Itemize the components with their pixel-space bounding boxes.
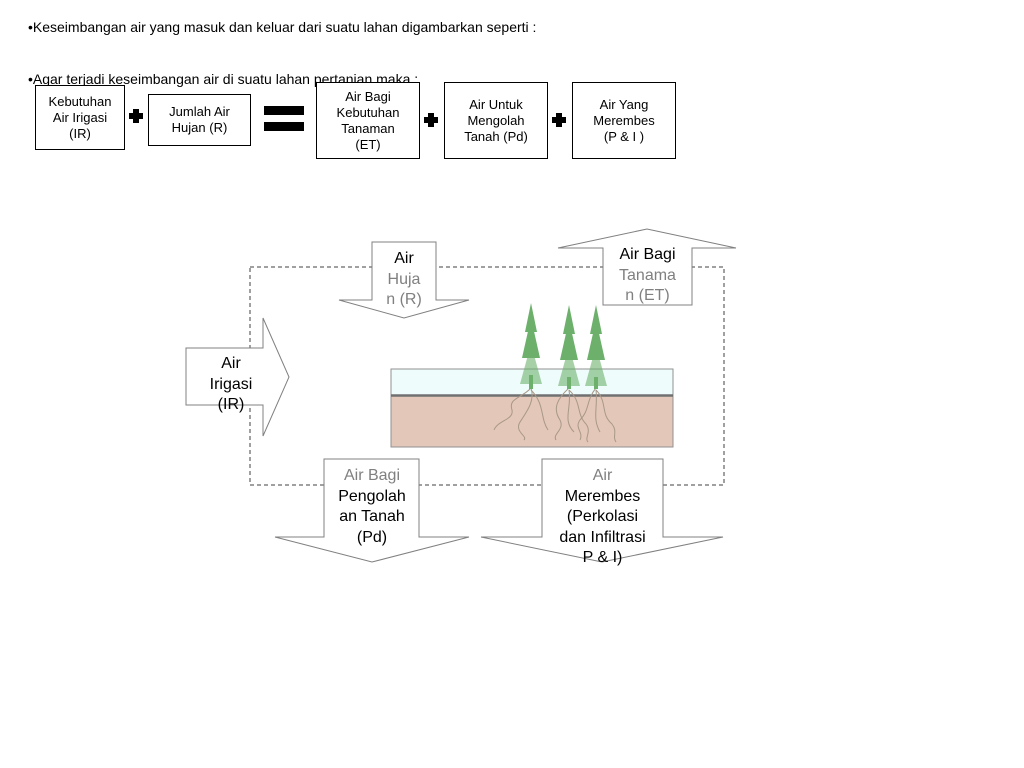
tillage-label-line-1: Air Bagi (343, 467, 401, 484)
tillage-label-line-2: Pengolah (338, 487, 406, 505)
box-rain: Jumlah Air Hujan (R) (148, 94, 251, 146)
rain-label-line-2: Huja (387, 270, 421, 288)
tillage-label-line-4: (Pd) (356, 528, 388, 546)
plus-icon (552, 113, 566, 127)
box-irrigation-need: Kebutuhan Air Irigasi (IR) (35, 85, 125, 150)
box-tillage-water: Air Untuk Mengolah Tanah (Pd) (444, 82, 548, 159)
rain-label-line-3: n (R) (386, 291, 422, 308)
box-crop-water: Air Bagi Kebutuhan Tanaman (ET) (316, 82, 420, 159)
irrigation-label-line-1: Air (221, 355, 241, 372)
equals-icon (264, 106, 304, 131)
irrigation-label-line-3: (IR) (217, 396, 245, 413)
box-irrigation-need-text: Kebutuhan Air Irigasi (IR) (48, 93, 112, 141)
intro-bullet: •Keseimbangan air yang masuk dan keluar … (28, 19, 537, 35)
tree-1 (520, 303, 542, 389)
tree-2 (558, 305, 580, 389)
seepage-label-line-1: Air (592, 467, 613, 484)
tillage-arrow (274, 458, 470, 563)
seepage-label: Air Merembes (Perkolasi dan Infiltrasi P… (542, 466, 663, 569)
crop-water-label-line-2: Tanama (619, 266, 676, 284)
rain-label: Air Huja n (R) (372, 249, 436, 311)
seepage-label-line-3: (Perkolasi (566, 508, 639, 525)
irrigation-label: Air Irigasi (IR) (196, 354, 266, 416)
crop-water-label-line-3: n (ET) (625, 287, 670, 304)
crop-water-label-line-1: Air Bagi (619, 246, 676, 263)
irrigation-arrow (185, 317, 290, 437)
crop-water-label: Air Bagi Tanama n (ET) (603, 245, 692, 307)
tillage-label: Air Bagi Pengolah an Tanah (Pd) (324, 466, 420, 548)
tree-3 (585, 305, 607, 389)
evapotranspiration-arrow (557, 228, 737, 306)
plus-icon (424, 113, 438, 127)
tillage-label-line-3: an Tanah (339, 508, 405, 525)
box-tillage-water-text: Air Untuk Mengolah Tanah (Pd) (464, 96, 528, 144)
rain-label-line-1: Air (394, 250, 414, 267)
seepage-label-line-2: Merembes (564, 487, 641, 505)
box-crop-water-text: Air Bagi Kebutuhan Tanaman (ET) (336, 88, 400, 152)
seepage-label-line-5: P & I) (582, 549, 623, 566)
box-seepage-water-text: Air Yang Merembes (P & I ) (593, 96, 655, 144)
seepage-arrow (480, 458, 724, 563)
soil-layer (390, 395, 674, 448)
plus-icon (129, 109, 143, 123)
plant-roots (493, 387, 617, 443)
box-rain-text: Jumlah Air Hujan (R) (169, 104, 230, 135)
irrigation-label-line-2: Irigasi (209, 375, 253, 393)
rain-arrow (338, 241, 470, 319)
seepage-label-line-4: dan Infiltrasi (559, 528, 646, 546)
box-seepage-water: Air Yang Merembes (P & I ) (572, 82, 676, 159)
